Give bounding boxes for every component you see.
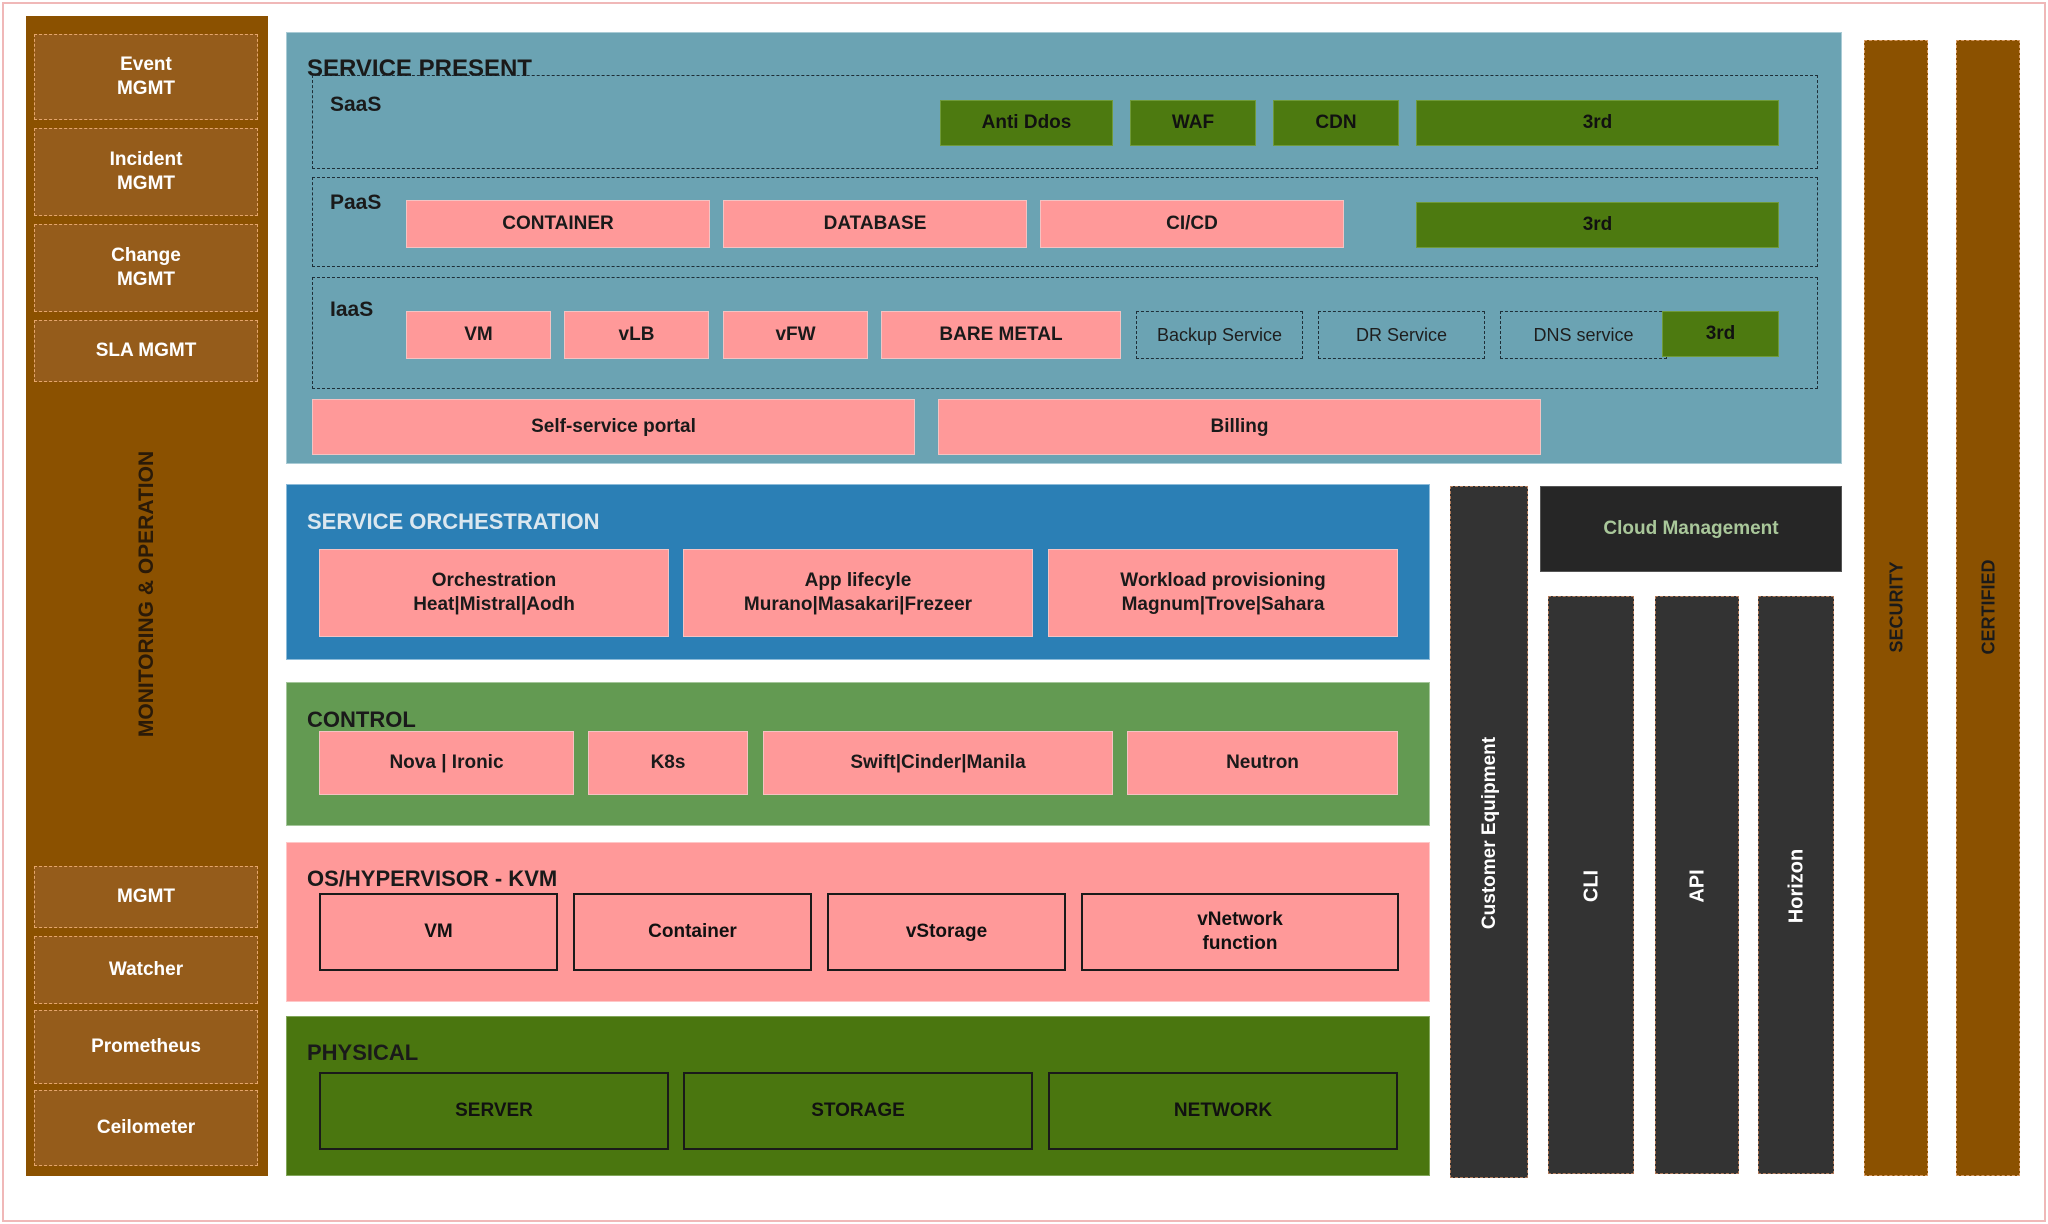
nova-ironic-box: Nova | Ironic <box>319 731 574 795</box>
security-column: SECURITY <box>1864 40 1928 1176</box>
service-present-title: SERVICE PRESENT <box>307 55 532 82</box>
monitoring-operation-column: Event MGMT Incident MGMT Change MGMT SLA… <box>26 16 268 1176</box>
certified-label: CERTIFIED <box>1978 559 1999 655</box>
paas-row: PaaS CONTAINER DATABASE CI/CD 3rd <box>312 177 1818 267</box>
physical-title: PHYSICAL <box>307 1040 419 1065</box>
neutron-box: Neutron <box>1127 731 1398 795</box>
paas-label: PaaS <box>330 191 382 214</box>
service-orchestration-layer: SERVICE ORCHESTRATION Orchestration Heat… <box>286 484 1430 660</box>
self-service-portal-box: Self-service portal <box>312 399 915 455</box>
customer-equipment-column: Customer Equipment <box>1450 486 1528 1178</box>
certified-column: CERTIFIED <box>1956 40 2020 1176</box>
dns-service-box: DNS service <box>1500 311 1667 359</box>
event-mgmt-box: Event MGMT <box>34 34 258 120</box>
saas-3rd-box: 3rd <box>1416 100 1779 146</box>
saas-row: SaaS Anti Ddos WAF CDN 3rd <box>312 75 1818 169</box>
horizon-label: Horizon <box>1785 848 1808 924</box>
prometheus-box: Prometheus <box>34 1010 258 1084</box>
paas-cicd-box: CI/CD <box>1040 200 1344 248</box>
saas-label: SaaS <box>330 93 382 116</box>
customer-equipment-label: Customer Equipment <box>1479 736 1500 930</box>
waf-box: WAF <box>1130 100 1256 146</box>
iaas-vlb-box: vLB <box>564 311 709 359</box>
paas-3rd-box: 3rd <box>1416 202 1779 248</box>
service-present-layer: SERVICE PRESENT SaaS Anti Ddos WAF CDN 3… <box>286 32 1842 464</box>
iaas-3rd-box: 3rd <box>1662 311 1779 357</box>
paas-database-box: DATABASE <box>723 200 1027 248</box>
incident-mgmt-box: Incident MGMT <box>34 128 258 216</box>
mgmt-box: MGMT <box>34 866 258 928</box>
control-layer: CONTROL Nova | Ironic K8s Swift|Cinder|M… <box>286 682 1430 826</box>
iaas-row: IaaS VM vLB vFW BARE METAL Backup Servic… <box>312 277 1818 389</box>
watcher-box: Watcher <box>34 936 258 1004</box>
iaas-vfw-box: vFW <box>723 311 868 359</box>
hypervisor-container-box: Container <box>573 893 812 971</box>
workload-provisioning-box: Workload provisioning Magnum|Trove|Sahar… <box>1048 549 1398 637</box>
anti-ddos-box: Anti Ddos <box>940 100 1113 146</box>
sla-mgmt-box: SLA MGMT <box>34 320 258 382</box>
security-label: SECURITY <box>1886 561 1907 653</box>
api-column: API <box>1655 596 1739 1174</box>
vstorage-box: vStorage <box>827 893 1066 971</box>
storage-box: STORAGE <box>683 1072 1033 1150</box>
network-box: NETWORK <box>1048 1072 1398 1150</box>
iaas-bare-metal-box: BARE METAL <box>881 311 1121 359</box>
os-hypervisor-layer: OS/HYPERVISOR - KVM VM Container vStorag… <box>286 842 1430 1002</box>
ceilometer-box: Ceilometer <box>34 1090 258 1166</box>
api-label: API <box>1686 869 1709 903</box>
monitoring-operation-label: MONITORING & OPERATION <box>135 450 158 738</box>
os-hypervisor-title: OS/HYPERVISOR - KVM <box>307 866 558 891</box>
physical-layer: PHYSICAL SERVER STORAGE NETWORK <box>286 1016 1430 1176</box>
iaas-vm-box: VM <box>406 311 551 359</box>
cli-column: CLI <box>1548 596 1634 1174</box>
billing-box: Billing <box>938 399 1541 455</box>
dr-service-box: DR Service <box>1318 311 1485 359</box>
service-orchestration-title: SERVICE ORCHESTRATION <box>307 509 600 534</box>
app-lifecycle-box: App lifecyle Murano|Masakari|Frezeer <box>683 549 1033 637</box>
change-mgmt-box: Change MGMT <box>34 224 258 312</box>
horizon-column: Horizon <box>1758 596 1834 1174</box>
iaas-label: IaaS <box>330 298 374 321</box>
vnetwork-function-box: vNetwork function <box>1081 893 1399 971</box>
orchestration-box: Orchestration Heat|Mistral|Aodh <box>319 549 669 637</box>
cdn-box: CDN <box>1273 100 1399 146</box>
swift-cinder-manila-box: Swift|Cinder|Manila <box>763 731 1113 795</box>
cli-label: CLI <box>1580 869 1603 903</box>
cloud-management-box: Cloud Management <box>1540 486 1842 572</box>
k8s-box: K8s <box>588 731 748 795</box>
paas-container-box: CONTAINER <box>406 200 710 248</box>
control-title: CONTROL <box>307 707 416 732</box>
hypervisor-vm-box: VM <box>319 893 558 971</box>
backup-service-box: Backup Service <box>1136 311 1303 359</box>
server-box: SERVER <box>319 1072 669 1150</box>
